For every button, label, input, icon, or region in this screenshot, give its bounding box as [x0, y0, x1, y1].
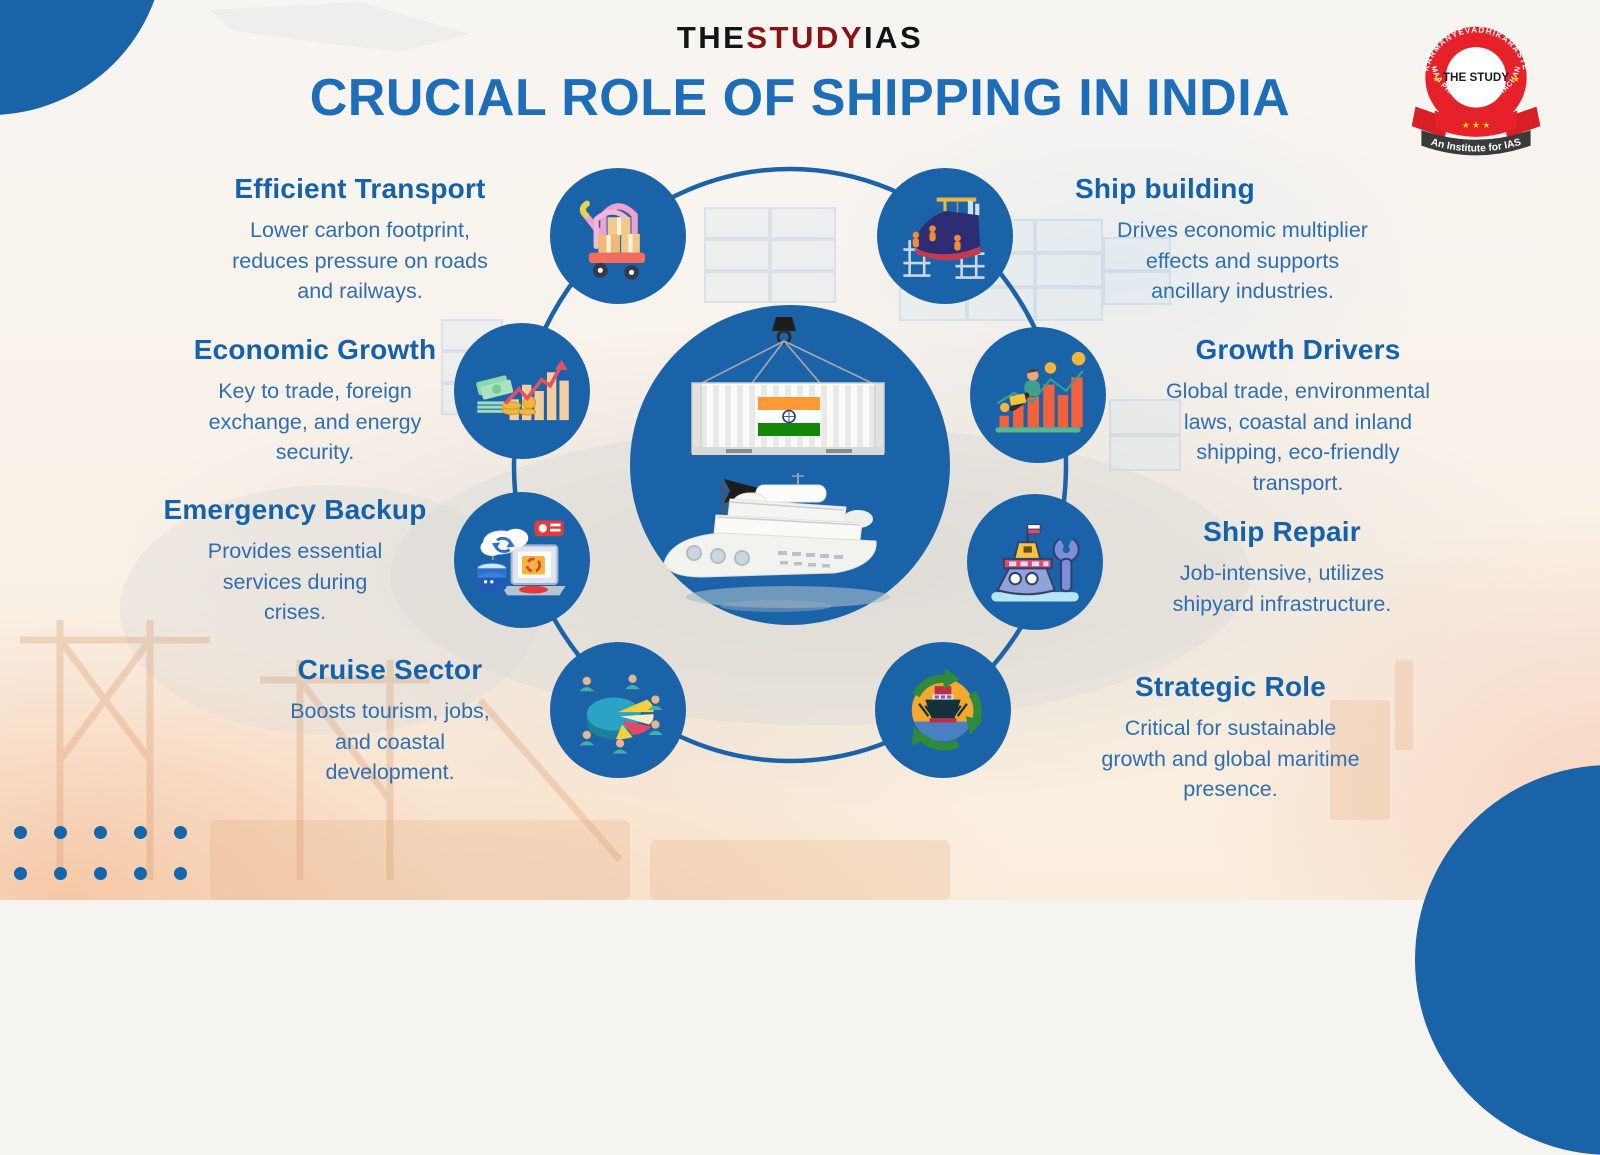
logo-inner-disc [1445, 47, 1507, 108]
dot [174, 826, 187, 839]
dot [14, 826, 27, 839]
brand-wordmark: THESTUDYIAS [0, 20, 1600, 56]
section-body: Critical for sustainable growth and glob… [1101, 716, 1360, 802]
section-body: Drives economic multiplier effects and s… [1117, 218, 1368, 304]
logo-center-text: THE STUDY [1443, 71, 1509, 84]
dot [94, 867, 107, 880]
cloud-backup-icon [476, 520, 566, 596]
central-circle [630, 305, 950, 625]
faint-ship-bow [120, 485, 540, 735]
brand-ias: IAS [863, 20, 924, 55]
section-heading: Strategic Role [1134, 671, 1327, 702]
section-heading: Ship building [1075, 173, 1255, 204]
dot [94, 826, 107, 839]
section-body: Key to trade, foreign exchange, and ener… [208, 379, 422, 465]
section-heading: Emergency Backup [163, 494, 427, 525]
india-flag-icon [758, 397, 820, 436]
section-ship-repair: Ship Repair Job-intensive, utilizes ship… [1122, 516, 1442, 619]
dot [134, 826, 147, 839]
section-heading: Economic Growth [193, 334, 437, 365]
faint-airplane-silhouette [210, 2, 470, 52]
section-body: Lower carbon footprint, reduces pressure… [232, 218, 488, 304]
node-cruise-sector [550, 642, 686, 778]
dot [174, 867, 187, 880]
logo-left-star-icon: ★ [1432, 74, 1440, 84]
node-strategic-role [875, 642, 1011, 778]
section-body: Global trade, environmental laws, coasta… [1165, 379, 1431, 495]
section-emergency-backup: Emergency Backup Provides essential serv… [145, 494, 445, 628]
logo-banner [1421, 130, 1531, 156]
logo-ribbon-band [1435, 110, 1517, 137]
logo-right-star-icon: ★ [1512, 74, 1520, 84]
people-figures [579, 674, 663, 754]
money-growth-chart-icon [476, 359, 569, 421]
page-title: CRUCIAL ROLE OF SHIPPING IN INDIA [309, 69, 1291, 127]
institute-logo: KARMANYEVADHIKARASTE MAA PHALESHU KADAAC… [1411, 25, 1541, 156]
brand-the: THE [676, 20, 747, 55]
ship-recycle-icon [911, 668, 983, 751]
cruise-ship-icon [663, 473, 890, 612]
section-ship-building: Ship building Drives economic multiplier… [1075, 173, 1410, 307]
cargo-trolley-icon [579, 200, 646, 280]
dot [54, 867, 67, 880]
shipping-container-icon [691, 382, 885, 455]
node-ship-building [877, 168, 1013, 304]
logo-ribbon-stars: ★ ★ ★ [1462, 120, 1491, 130]
section-growth-drivers: Growth Drivers Global trade, environment… [1128, 334, 1468, 498]
connector-ring [511, 166, 1069, 764]
dot [14, 867, 27, 880]
node-ship-repair [967, 494, 1103, 630]
logo-ribbon-left [1411, 106, 1449, 138]
dot [54, 826, 67, 839]
shipyard-construction-icon [903, 197, 985, 279]
dot-grid [14, 826, 187, 880]
section-heading: Cruise Sector [297, 654, 483, 685]
analytics-person-icon [995, 351, 1086, 433]
ship-wrench-icon [991, 524, 1080, 602]
section-efficient-transport: Efficient Transport Lower carbon footpri… [185, 173, 535, 307]
faint-container-stacks [441, 207, 1181, 471]
section-economic-growth: Economic Growth Key to trade, foreign ex… [160, 334, 470, 468]
section-heading: Ship Repair [1203, 516, 1361, 547]
node-efficient-transport [550, 168, 686, 304]
section-heading: Growth Drivers [1195, 334, 1401, 365]
section-strategic-role: Strategic Role Critical for sustainable … [1058, 671, 1403, 805]
faint-quay-blocks [210, 660, 1413, 900]
india-flag-container-and-cruise-ship-icon [663, 317, 890, 612]
node-emergency-backup [454, 492, 590, 628]
brand-study: STUDY [746, 20, 864, 55]
section-body: Provides essential services during crise… [207, 539, 383, 625]
crane-hook-icon [697, 317, 877, 386]
section-body: Boosts tourism, jobs, and coastal develo… [290, 699, 490, 785]
pie-chart-people-icon [579, 674, 663, 754]
faint-port-cranes [20, 620, 623, 880]
logo-ribbon-right [1503, 106, 1541, 138]
node-growth-drivers [970, 327, 1106, 463]
section-cruise-sector: Cruise Sector Boosts tourism, jobs, and … [240, 654, 540, 788]
node-economic-growth [454, 323, 590, 459]
section-heading: Efficient Transport [234, 173, 486, 204]
section-body: Job-intensive, utilizes shipyard infrast… [1172, 561, 1392, 616]
dot [134, 867, 147, 880]
